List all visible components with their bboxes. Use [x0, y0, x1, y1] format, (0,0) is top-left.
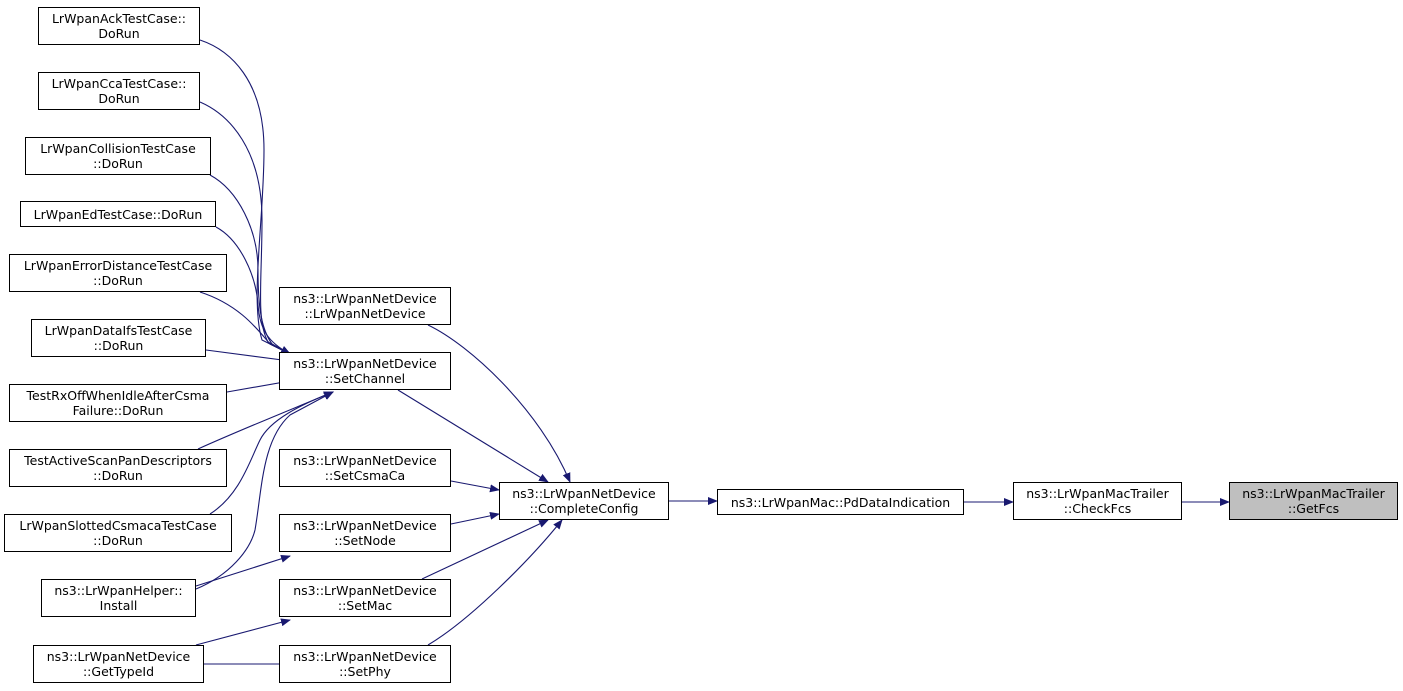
node-coll[interactable]: LrWpanCollisionTestCase ::DoRun — [25, 137, 211, 175]
node-ack[interactable]: LrWpanAckTestCase:: DoRun — [38, 7, 200, 45]
edge-setcsma-to-complete — [450, 480, 500, 493]
node-setcsma[interactable]: ns3::LrWpanNetDevice ::SetCsmaCa — [279, 449, 451, 487]
node-ifs-line-2: ::DoRun — [93, 338, 144, 353]
edge-typeid-to-setmac — [195, 618, 291, 646]
node-coll-line-1: LrWpanCollisionTestCase — [40, 141, 196, 156]
node-pddata-line-1: ns3::LrWpanMac::PdDataIndication — [730, 494, 951, 510]
node-ack-line-1: LrWpanAckTestCase:: — [51, 11, 187, 26]
node-helper-line-2: Install — [99, 598, 138, 613]
edge-ifs-to-setchannel — [205, 349, 291, 364]
edge-cca-to-setchannel — [199, 101, 291, 355]
node-scan[interactable]: TestActiveScanPanDescriptors ::DoRun — [9, 449, 227, 487]
node-getfcs-line-1: ns3::LrWpanMacTrailer — [1242, 486, 1385, 501]
edge-ctor-to-complete — [427, 324, 571, 483]
edge-ack-to-setchannel — [199, 39, 291, 355]
node-setchannel-line-2: ::SetChannel — [324, 371, 406, 386]
node-errdist[interactable]: LrWpanErrorDistanceTestCase ::DoRun — [9, 254, 227, 292]
edge-helper-to-setchannel — [195, 391, 334, 590]
node-slotted-line-1: LrWpanSlottedCsmacaTestCase — [19, 518, 217, 533]
node-checkfcs-line-2: ::CheckFcs — [1063, 501, 1132, 516]
node-typeid-line-2: ::GetTypeId — [82, 664, 155, 679]
node-setchannel-line-1: ns3::LrWpanNetDevice — [293, 356, 437, 371]
node-rxoff[interactable]: TestRxOffWhenIdleAfterCsma Failure::DoRu… — [9, 384, 227, 422]
node-ed[interactable]: LrWpanEdTestCase::DoRun — [20, 201, 216, 227]
edge-setchannel-to-complete — [397, 389, 549, 483]
node-setphy-line-2: ::SetPhy — [339, 664, 391, 679]
node-helper-line-1: ns3::LrWpanHelper:: — [54, 583, 183, 598]
node-setphy[interactable]: ns3::LrWpanNetDevice ::SetPhy — [279, 645, 451, 683]
node-ctor[interactable]: ns3::LrWpanNetDevice ::LrWpanNetDevice — [279, 287, 451, 325]
edge-ed-to-setchannel — [215, 226, 291, 355]
edge-setphy-to-complete — [427, 519, 563, 646]
edge-helper-to-setnode — [195, 554, 291, 587]
node-setnode-line-2: ::SetNode — [334, 533, 396, 548]
node-ack-line-2: DoRun — [98, 26, 140, 41]
node-helper[interactable]: ns3::LrWpanHelper:: Install — [41, 579, 196, 617]
node-setphy-line-1: ns3::LrWpanNetDevice — [293, 649, 437, 664]
node-rxoff-line-1: TestRxOffWhenIdleAfterCsma — [26, 388, 210, 403]
node-ctor-line-2: ::LrWpanNetDevice — [304, 306, 426, 321]
node-coll-line-2: ::DoRun — [93, 156, 143, 171]
node-pddata[interactable]: ns3::LrWpanMac::PdDataIndication — [717, 489, 964, 515]
node-cca[interactable]: LrWpanCcaTestCase:: DoRun — [38, 72, 200, 110]
node-slotted[interactable]: LrWpanSlottedCsmacaTestCase ::DoRun — [4, 514, 232, 552]
node-getfcs[interactable]: ns3::LrWpanMacTrailer ::GetFcs — [1229, 482, 1398, 520]
node-typeid[interactable]: ns3::LrWpanNetDevice ::GetTypeId — [33, 645, 204, 683]
edge-errdist-to-setchannel — [199, 291, 291, 355]
node-ctor-line-1: ns3::LrWpanNetDevice — [293, 291, 437, 306]
node-typeid-line-1: ns3::LrWpanNetDevice — [46, 649, 191, 664]
node-rxoff-line-2: Failure::DoRun — [72, 403, 164, 418]
node-slotted-line-2: ::DoRun — [93, 533, 143, 548]
node-complete-line-1: ns3::LrWpanNetDevice — [512, 486, 656, 501]
node-checkfcs-line-1: ns3::LrWpanMacTrailer — [1026, 486, 1169, 501]
node-cca-line-2: DoRun — [98, 91, 140, 106]
node-ifs-line-1: LrWpanDataIfsTestCase — [44, 323, 193, 338]
node-getfcs-line-2: ::GetFcs — [1287, 501, 1340, 516]
node-ed-line-1: LrWpanEdTestCase::DoRun — [33, 206, 203, 222]
node-setnode-line-1: ns3::LrWpanNetDevice — [293, 518, 437, 533]
node-setmac-line-2: ::SetMac — [337, 598, 393, 613]
node-setmac-line-1: ns3::LrWpanNetDevice — [293, 583, 437, 598]
node-errdist-line-2: ::DoRun — [93, 273, 143, 288]
node-cca-line-1: LrWpanCcaTestCase:: — [51, 76, 187, 91]
node-setmac[interactable]: ns3::LrWpanNetDevice ::SetMac — [279, 579, 451, 617]
node-setnode[interactable]: ns3::LrWpanNetDevice ::SetNode — [279, 514, 451, 552]
node-setcsma-line-1: ns3::LrWpanNetDevice — [293, 453, 437, 468]
node-complete[interactable]: ns3::LrWpanNetDevice ::CompleteConfig — [499, 482, 669, 520]
node-scan-line-1: TestActiveScanPanDescriptors — [24, 453, 212, 468]
edge-setmac-to-complete — [421, 519, 549, 580]
edge-slotted-to-setchannel — [209, 391, 334, 515]
node-ifs[interactable]: LrWpanDataIfsTestCase ::DoRun — [31, 319, 206, 357]
node-checkfcs[interactable]: ns3::LrWpanMacTrailer ::CheckFcs — [1013, 482, 1182, 520]
node-scan-line-2: ::DoRun — [93, 468, 143, 483]
node-setchannel[interactable]: ns3::LrWpanNetDevice ::SetChannel — [279, 352, 451, 390]
edge-setnode-to-complete — [450, 511, 500, 525]
node-setcsma-line-2: ::SetCsmaCa — [324, 468, 406, 483]
node-errdist-line-1: LrWpanErrorDistanceTestCase — [23, 258, 213, 273]
node-complete-line-2: ::CompleteConfig — [529, 501, 639, 516]
